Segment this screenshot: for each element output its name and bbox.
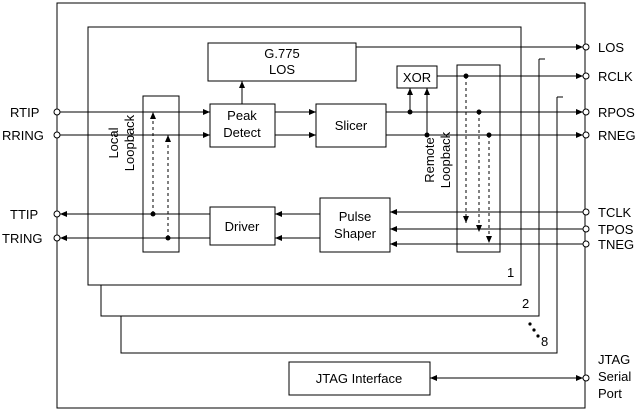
ellipsis-dot xyxy=(532,328,536,332)
remote-loopback-line1: Remote xyxy=(422,137,437,183)
tclk-label: TCLK xyxy=(598,205,632,220)
tclk-pin xyxy=(582,208,590,216)
channel-frame-8 xyxy=(120,97,558,354)
tring-pin xyxy=(53,234,61,242)
los-label: LOS xyxy=(598,40,624,55)
ellipsis-dot xyxy=(536,334,540,338)
peak-detect-line2: Detect xyxy=(223,125,261,140)
remote-loopback-block xyxy=(456,64,501,253)
channel-frame-1 xyxy=(87,26,522,286)
jtag-label-line3: Port xyxy=(598,386,622,401)
tpos-label: TPOS xyxy=(598,222,634,237)
tneg-pin xyxy=(582,240,590,248)
channel-number-1: 1 xyxy=(507,265,514,280)
ellipsis-dot xyxy=(528,322,532,326)
xor-block xyxy=(396,65,438,89)
local-loopback-block xyxy=(142,95,180,253)
peak-detect-block xyxy=(209,103,276,148)
slicer-label: Slicer xyxy=(335,118,368,133)
pulse-shaper-line2: Shaper xyxy=(334,226,377,241)
rclk-label: RCLK xyxy=(598,69,633,84)
chip-outline xyxy=(56,2,586,409)
tneg-label: TNEG xyxy=(598,237,634,252)
local-loopback-line1: Local xyxy=(106,127,121,158)
local-loopback-line2: Loopback xyxy=(122,114,137,171)
los-block-subtitle: LOS xyxy=(269,62,295,77)
rneg-label: RNEG xyxy=(598,128,636,143)
tpos-pin xyxy=(582,225,590,233)
ttip-pin xyxy=(53,210,61,218)
rclk-pin xyxy=(582,72,590,80)
jtag-label-line1: JTAG xyxy=(598,352,630,367)
channel-frame-2 xyxy=(100,59,540,317)
rring-label: RRING xyxy=(2,128,44,143)
los-block-title: G.775 xyxy=(264,46,299,61)
los-pin xyxy=(582,43,590,51)
xor-label: XOR xyxy=(403,70,431,85)
jtag-label-line2: Serial xyxy=(598,369,631,384)
peak-detect-line1: Peak xyxy=(227,108,257,123)
slicer-block xyxy=(315,103,387,148)
jtag-pin xyxy=(582,374,590,382)
rtip-label: RTIP xyxy=(10,105,39,120)
los-block xyxy=(207,42,357,82)
pulse-shaper-block xyxy=(319,197,391,253)
pulse-shaper-line1: Pulse xyxy=(339,209,372,224)
rneg-pin xyxy=(582,131,590,139)
channel-number-2: 2 xyxy=(522,296,529,311)
ttip-label: TTIP xyxy=(10,207,38,222)
tring-label: TRING xyxy=(2,231,42,246)
driver-block xyxy=(209,206,276,246)
rring-pin xyxy=(53,131,61,139)
jtag-interface-label: JTAG Interface xyxy=(316,371,402,386)
driver-label: Driver xyxy=(225,219,260,234)
remote-loopback-line2: Loopback xyxy=(438,131,453,188)
rpos-pin xyxy=(582,108,590,116)
channel-number-8: 8 xyxy=(541,334,548,349)
rtip-pin xyxy=(53,108,61,116)
rpos-label: RPOS xyxy=(598,105,635,120)
